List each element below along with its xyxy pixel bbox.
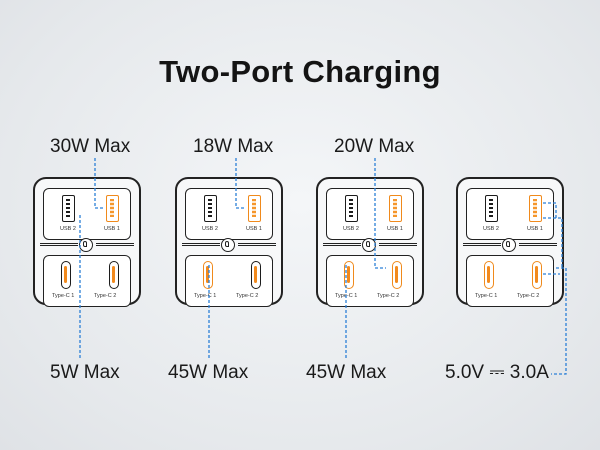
config-1-bottom-label: 5W Max xyxy=(50,362,120,383)
usb2-label: USB 2 xyxy=(483,226,499,232)
typec2-label: Type-C 2 xyxy=(94,293,117,299)
typec2-label: Type-C 2 xyxy=(236,293,259,299)
config-2-top-label: 18W Max xyxy=(193,136,274,157)
usb-a-port-1 xyxy=(529,195,542,222)
usb-c-panel: Type-C 1 Type-C 2 xyxy=(185,255,273,307)
usb-c-port-2 xyxy=(392,261,402,289)
charger-config-2: USB 2 USB 1 Type-C 1 Type-C 2 xyxy=(175,177,283,307)
usb1-label: USB 1 xyxy=(387,226,403,232)
usb-c-panel: Type-C 1 Type-C 2 xyxy=(326,255,414,307)
page-title: Two-Port Charging xyxy=(159,54,441,89)
usb-c-port-1 xyxy=(344,261,354,289)
config-4-bottom-label: 5.0V ⎓ 3.0A xyxy=(445,362,549,383)
usb-a-panel: USB 2 USB 1 xyxy=(326,188,414,240)
typec2-label: Type-C 2 xyxy=(377,293,400,299)
usb-c-panel: Type-C 1 Type-C 2 xyxy=(43,255,131,307)
usb1-label: USB 1 xyxy=(527,226,543,232)
brand-logo-icon xyxy=(362,238,376,252)
usb-c-port-1 xyxy=(203,261,213,289)
typec1-label: Type-C 1 xyxy=(52,293,75,299)
charger-config-4: USB 2 USB 1 Type-C 1 Type-C 2 xyxy=(456,177,564,307)
config-3-bottom-label: 45W Max xyxy=(306,362,387,383)
usb-a-panel: USB 2 USB 1 xyxy=(185,188,273,240)
usb-a-port-2 xyxy=(485,195,498,222)
typec1-label: Type-C 1 xyxy=(475,293,498,299)
usb1-label: USB 1 xyxy=(246,226,262,232)
usb-a-panel: USB 2 USB 1 xyxy=(43,188,131,240)
usb2-label: USB 2 xyxy=(343,226,359,232)
usb-a-port-1 xyxy=(389,195,402,222)
usb-a-port-1 xyxy=(248,195,261,222)
usb-c-port-2 xyxy=(109,261,119,289)
config-3-top-label: 20W Max xyxy=(334,136,415,157)
usb-a-port-1 xyxy=(106,195,119,222)
usb-c-port-2 xyxy=(532,261,542,289)
config-1-top-label: 30W Max xyxy=(50,136,131,157)
typec2-label: Type-C 2 xyxy=(517,293,540,299)
brand-logo-icon xyxy=(221,238,235,252)
usb1-label: USB 1 xyxy=(104,226,120,232)
divider xyxy=(40,243,134,247)
brand-logo-icon xyxy=(79,238,93,252)
config-2-bottom-label: 45W Max xyxy=(168,362,249,383)
usb-c-panel: Type-C 1 Type-C 2 xyxy=(466,255,554,307)
brand-logo-icon xyxy=(502,238,516,252)
divider xyxy=(463,243,557,247)
usb-c-port-2 xyxy=(251,261,261,289)
usb-c-port-1 xyxy=(484,261,494,289)
charger-config-1: USB 2 USB 1 Type-C 1 Type-C 2 xyxy=(33,177,141,307)
charger-config-3: USB 2 USB 1 Type-C 1 Type-C 2 xyxy=(316,177,424,307)
typec1-label: Type-C 1 xyxy=(335,293,358,299)
usb-a-port-2 xyxy=(62,195,75,222)
typec1-label: Type-C 1 xyxy=(194,293,217,299)
usb-a-port-2 xyxy=(204,195,217,222)
usb-a-panel: USB 2 USB 1 xyxy=(466,188,554,240)
usb-c-port-1 xyxy=(61,261,71,289)
divider xyxy=(323,243,417,247)
usb2-label: USB 2 xyxy=(202,226,218,232)
divider xyxy=(182,243,276,247)
usb2-label: USB 2 xyxy=(60,226,76,232)
usb-a-port-2 xyxy=(345,195,358,222)
